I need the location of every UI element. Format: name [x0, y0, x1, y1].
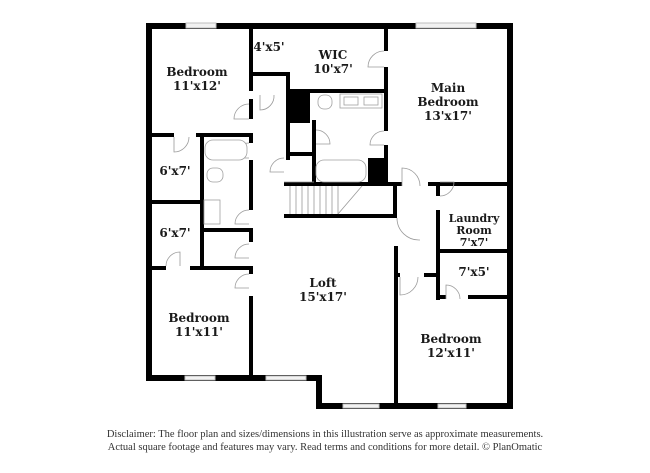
room-name-bedroom-nw: Bedroom [166, 65, 227, 79]
disclaimer-line-1: Disclaimer: The floor plan and sizes/dim… [106, 429, 544, 440]
room-size-bedroom-nw: 11'x12' [173, 79, 221, 93]
sink-hall [203, 199, 221, 225]
windows [184, 22, 477, 409]
room-size-wic: 10'x7' [313, 62, 353, 76]
room-name-bedroom-sw: Bedroom [168, 311, 229, 325]
room-size-closet-6x7-a: 6'x7' [159, 164, 190, 178]
room-size-bedroom-se: 12'x11' [427, 346, 475, 360]
room-size-loft: 15'x17' [299, 290, 347, 304]
room-size-main-bedroom: 13'x17' [424, 109, 472, 123]
sink-2 [363, 96, 379, 106]
bathtub-hall [204, 139, 248, 161]
toilet-hall [206, 167, 224, 183]
exterior-walls [146, 23, 513, 409]
room-size-bedroom-sw: 11'x11' [175, 325, 223, 339]
doors [165, 50, 461, 300]
room-size-laundry: 7'x7' [460, 236, 489, 249]
toilet-main [317, 94, 333, 110]
room-name-loft: Loft [309, 276, 337, 290]
room-size-closet-7x5: 7'x5' [458, 265, 489, 279]
disclaimer: Disclaimer: The floor plan and sizes/dim… [0, 428, 650, 454]
room-name-main-bedroom-1: Main [431, 81, 466, 95]
room-labels: Bedroom 11'x12' 4'x5' WIC 10'x7' Main Be… [159, 40, 500, 360]
fixtures [203, 93, 383, 225]
room-name-bedroom-se: Bedroom [420, 332, 481, 346]
room-size-closet-6x7-b: 6'x7' [159, 226, 190, 240]
room-size-closet-4x5: 4'x5' [253, 40, 284, 54]
room-name-laundry-2: Room [456, 224, 492, 237]
bathtub-main [315, 159, 367, 183]
room-name-main-bedroom-2: Bedroom [417, 95, 478, 109]
disclaimer-line-2: Actual square footage and features may v… [107, 442, 543, 453]
interior-walls [152, 29, 508, 406]
room-name-wic: WIC [318, 48, 348, 62]
staircase [284, 181, 363, 215]
room-name-laundry-1: Laundry [449, 212, 500, 225]
sink-1 [343, 96, 359, 106]
